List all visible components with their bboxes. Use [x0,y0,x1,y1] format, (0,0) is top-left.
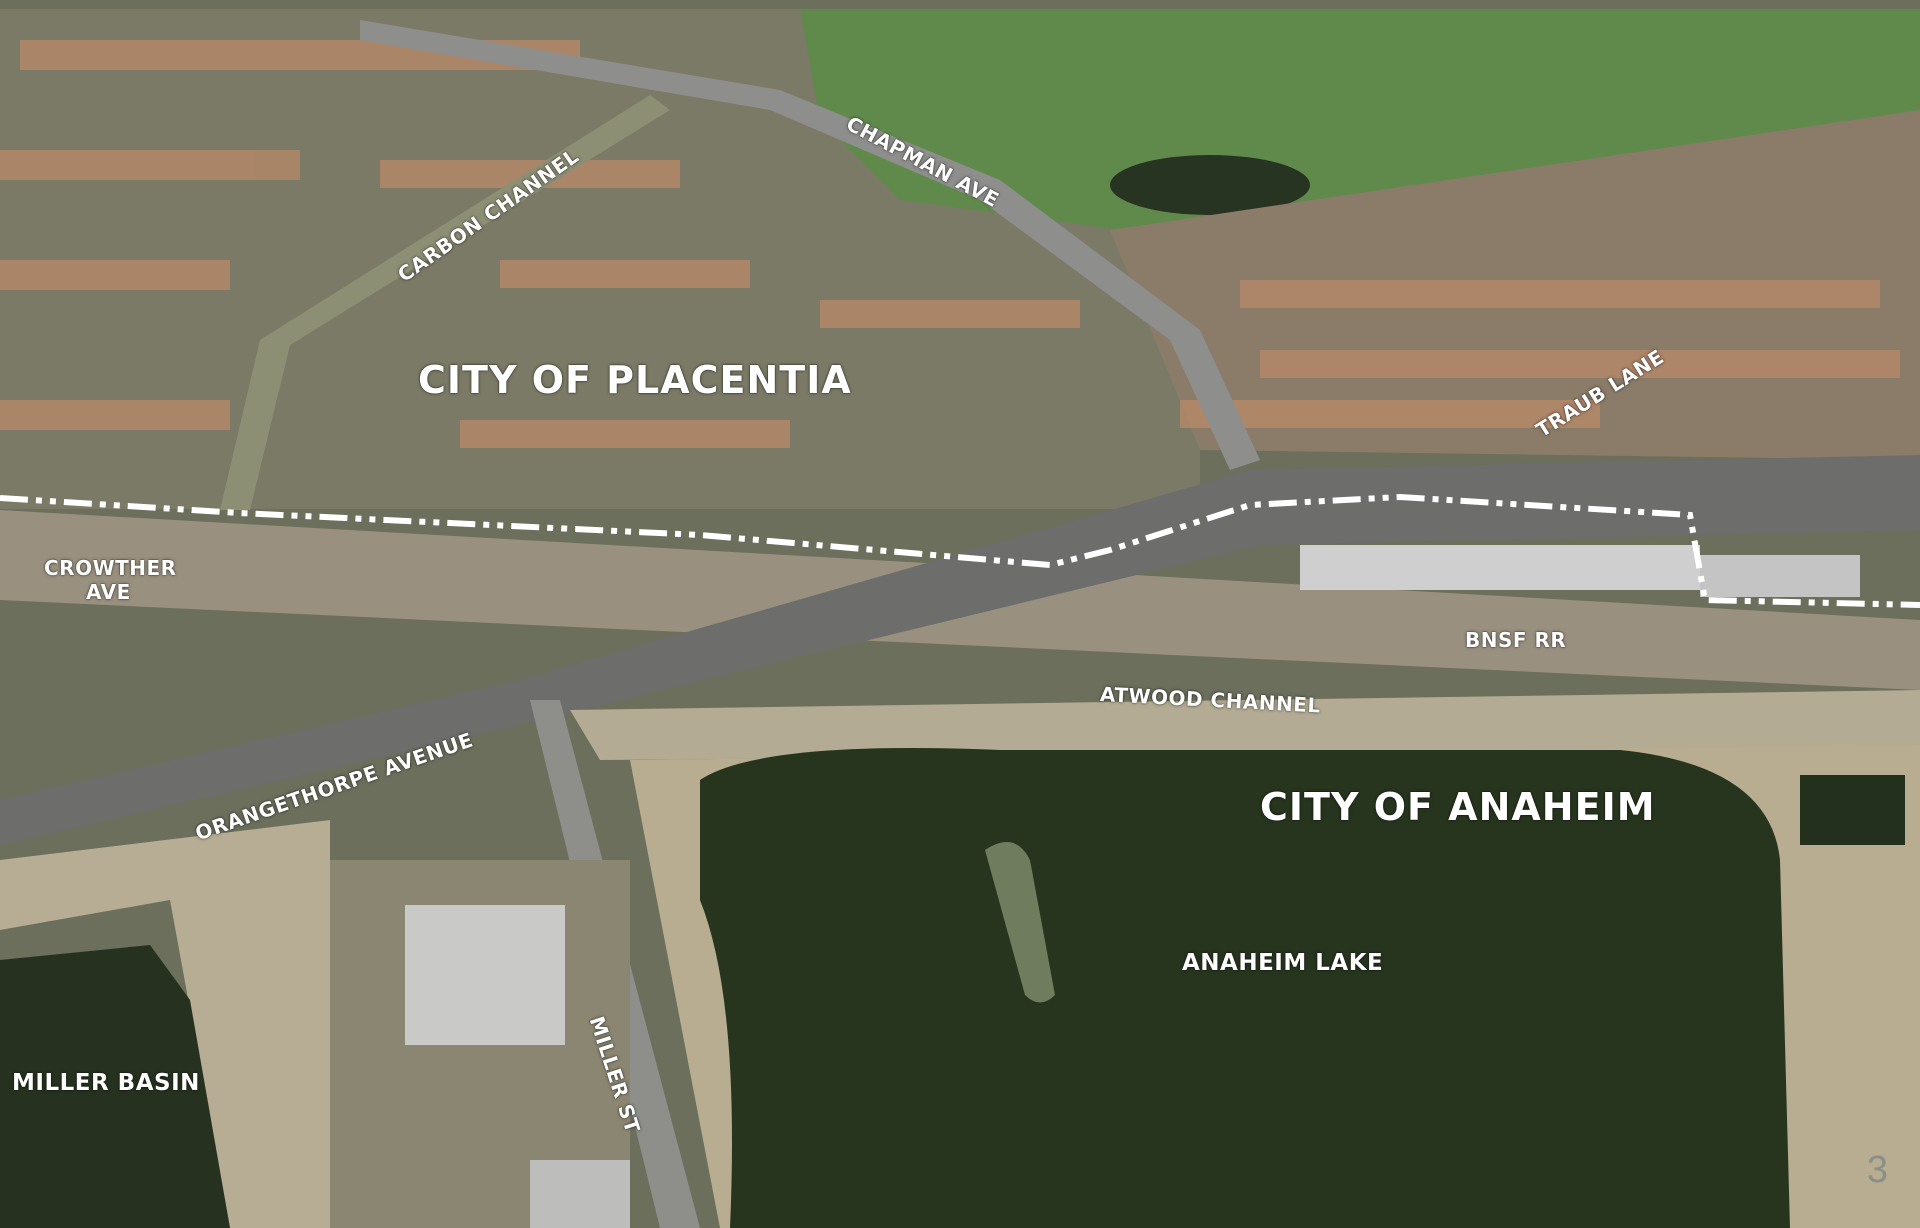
miller-basin-label: MILLER BASIN [12,1070,200,1096]
city-of-anaheim-label: CITY OF ANAHEIM [1260,785,1656,829]
industrial-building [530,1160,630,1228]
sandy-embankment [0,820,330,1228]
chapman-ave-road [360,20,1260,470]
crowther-ave-label-line1: CROWTHER [44,556,177,580]
page-number: 3 [1866,1149,1888,1191]
miller-basin-water [0,945,230,1228]
crowther-ave-label-line2: AVE [86,580,131,604]
lake-island [985,842,1055,1003]
anaheim-lake-label: ANAHEIM LAKE [1182,950,1384,976]
bnsf-rr-label: BNSF RR [1465,628,1567,652]
anaheim-lake-water [700,748,1790,1228]
east-basin-water [1800,775,1905,845]
commercial-building [1300,545,1700,590]
industrial-building [405,905,565,1045]
city-boundary-line [0,493,1920,608]
commercial-building [1700,555,1860,597]
carbon-channel-strip [220,95,670,510]
atwood-channel-strip [570,690,1920,760]
orangethorpe-avenue-road [0,455,1920,845]
city-of-placentia-label: CITY OF PLACENTIA [418,358,852,402]
golf-pond [1110,155,1310,215]
